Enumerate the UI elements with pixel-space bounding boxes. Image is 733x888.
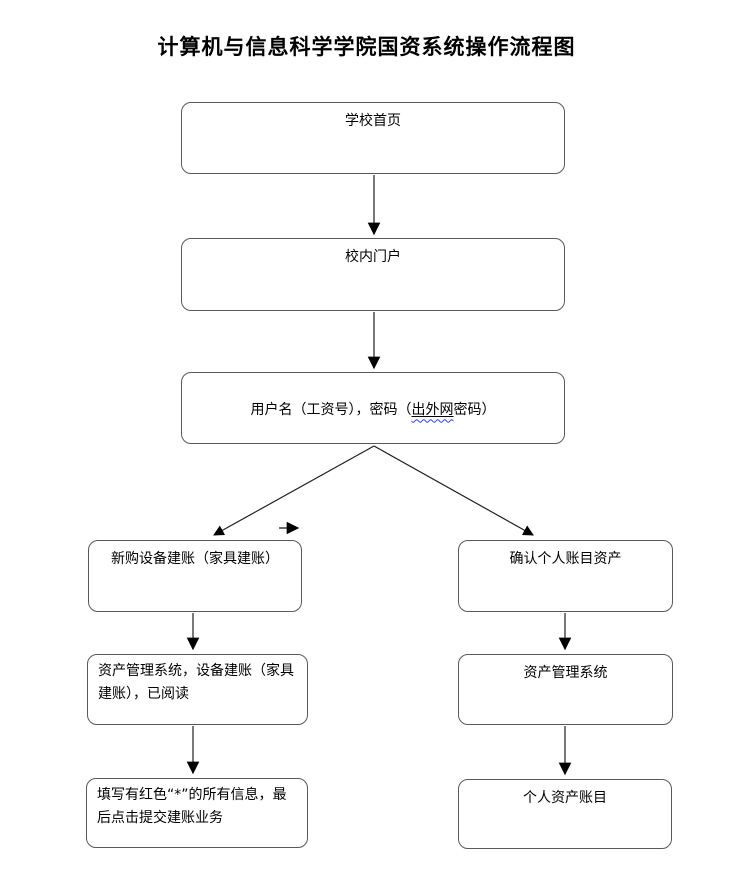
node-label: 资产管理系统，设备建账（家具建账），已阅读 xyxy=(98,663,294,703)
node-label: 用户名（工资号），密码（出外网密码） xyxy=(251,399,496,422)
node-label: 新购设备建账（家具建账） xyxy=(111,551,279,567)
node-school-homepage: 学校首页 xyxy=(181,102,565,174)
node-label: 学校首页 xyxy=(345,113,401,129)
node-fill-required-info: 填写有红色“*”的所有信息，最后点击提交建账业务 xyxy=(86,778,308,848)
node-personal-asset-account: 个人资产账目 xyxy=(458,779,672,849)
node-asset-management-system: 资产管理系统 xyxy=(458,654,673,725)
node-new-equipment-account: 新购设备建账（家具建账） xyxy=(88,540,302,612)
node-campus-portal: 校内门户 xyxy=(181,238,565,311)
arrow-login-to-confirm-assets xyxy=(373,445,534,536)
node-asset-system-equipment-account: 资产管理系统，设备建账（家具建账），已阅读 xyxy=(87,654,308,725)
node-login-credentials: 用户名（工资号），密码（出外网密码） xyxy=(181,372,565,444)
page-title: 计算机与信息科学学院国资系统操作流程图 xyxy=(157,34,576,59)
node-label: 资产管理系统 xyxy=(523,665,608,681)
node-label: 确认个人账目资产 xyxy=(509,551,622,567)
node-confirm-personal-assets: 确认个人账目资产 xyxy=(458,540,673,612)
external-network-underlined-text: 出外网 xyxy=(411,402,454,419)
node-label: 个人资产账目 xyxy=(523,790,607,806)
node-label: 填写有红色“*”的所有信息，最后点击提交建账业务 xyxy=(97,787,287,827)
login-text-suffix: 密码） xyxy=(453,402,496,419)
login-text-prefix: 用户名（工资号），密码（ xyxy=(250,402,412,419)
node-label: 校内门户 xyxy=(345,249,401,265)
arrow-login-to-new-purchase xyxy=(213,445,375,536)
